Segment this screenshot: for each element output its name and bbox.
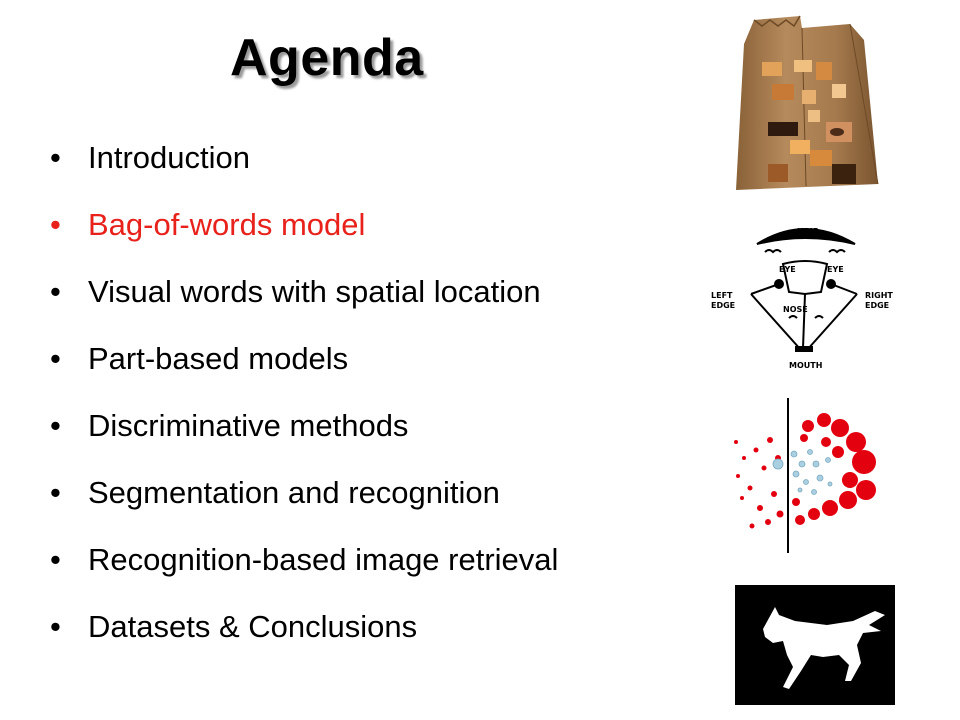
pictorial-structure-face-icon: HAIR EYE EYE LEFT EDGE RIGHT EDGE NOSE M…: [711, 227, 893, 370]
agenda-item-label: Discriminative methods: [88, 408, 409, 443]
agenda-item-label: Introduction: [88, 140, 250, 175]
bullet-icon: •: [50, 542, 61, 577]
bullet-icon: •: [50, 274, 61, 309]
agenda-item-label: Recognition-based image retrieval: [88, 542, 559, 577]
face-label-mouth: MOUTH: [789, 361, 822, 370]
face-label-right-edge-1: RIGHT: [865, 291, 893, 300]
face-label-right-edge-2: EDGE: [865, 301, 889, 310]
bullet-icon: •: [50, 475, 61, 510]
face-label-left-edge-2: EDGE: [711, 301, 735, 310]
bullet-icon: •: [50, 609, 61, 644]
horse-segmentation-silhouette-icon: [735, 585, 895, 705]
face-label-eye-left: EYE: [779, 265, 796, 274]
bullet-icon: •: [50, 408, 61, 443]
agenda-item-label: Bag-of-words model: [88, 207, 366, 242]
discriminative-classifier-scatter-icon: [734, 398, 876, 553]
face-label-hair: HAIR: [797, 227, 819, 236]
slide-title: Agenda: [230, 29, 424, 87]
bullet-icon: •: [50, 140, 61, 175]
agenda-item-label: Part-based models: [88, 341, 349, 376]
paper-bag-of-face-patches-icon: [736, 15, 879, 190]
agenda-item-label: Segmentation and recognition: [88, 475, 500, 510]
agenda-item-label: Visual words with spatial location: [88, 274, 541, 309]
face-label-eye-right: EYE: [827, 265, 844, 274]
face-label-nose: NOSE: [783, 305, 808, 314]
agenda-item-label: Datasets & Conclusions: [88, 609, 418, 644]
bullet-icon: •: [50, 341, 61, 376]
bullet-icon: •: [50, 207, 61, 242]
face-label-left-edge-1: LEFT: [711, 291, 733, 300]
